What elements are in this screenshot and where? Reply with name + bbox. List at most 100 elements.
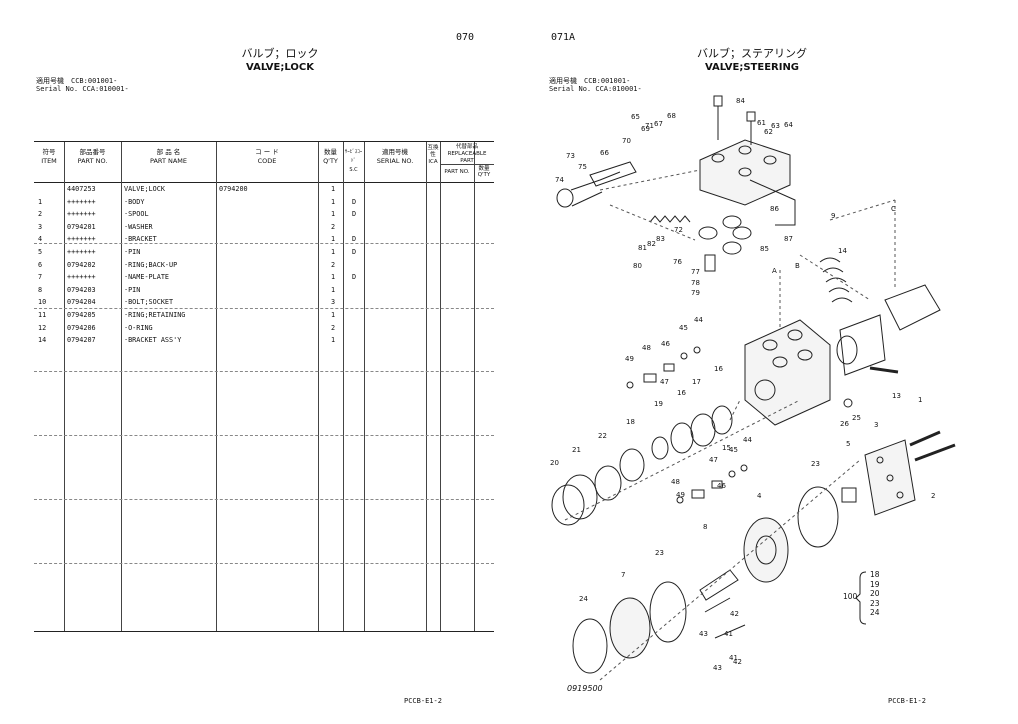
callout-label: 46 bbox=[661, 340, 670, 348]
gerotor-4 bbox=[743, 517, 789, 583]
cell-item: 7 bbox=[38, 273, 43, 282]
callout-label: 5 bbox=[846, 440, 850, 448]
cell-qty: 2 bbox=[331, 222, 336, 231]
cell-name: ·RING;BACK-UP bbox=[124, 260, 178, 269]
cell-name: ·O-RING bbox=[124, 323, 153, 332]
left-page-number: 070 bbox=[456, 32, 475, 43]
left-footer: PCCB-E1-2 bbox=[404, 697, 442, 705]
callout-label: 48 bbox=[642, 344, 651, 352]
ring-19 bbox=[651, 436, 669, 460]
cell-part-no: +++++++ bbox=[67, 248, 96, 256]
plug-74 bbox=[556, 171, 621, 208]
left-serial-line2: Serial No. CCA:010001- bbox=[36, 85, 129, 93]
callout-label: 26 bbox=[840, 420, 849, 428]
callout-label: 16 bbox=[714, 365, 723, 373]
o-ring-85b bbox=[732, 226, 752, 240]
cell-code: 0794200 bbox=[219, 185, 248, 193]
bolt-61 bbox=[746, 111, 756, 145]
cell-name: ·BRACKET ASS'Y bbox=[124, 336, 182, 345]
drive-shaft-8 bbox=[699, 569, 739, 601]
callout-label: 2 bbox=[931, 492, 935, 500]
callout-label: B bbox=[795, 262, 800, 270]
right-title-en: VALVE;STEERING bbox=[704, 62, 800, 73]
spool-66 bbox=[589, 161, 637, 187]
cell-name: VALVE;LOCK bbox=[124, 185, 165, 193]
callout-label: 20 bbox=[550, 459, 559, 467]
callout-label: 43 bbox=[713, 664, 722, 672]
bolt-1 bbox=[909, 430, 941, 447]
header-repl-part-no: PART NO. bbox=[444, 169, 470, 175]
cell-name: ·RING;RETAINING bbox=[124, 311, 186, 319]
cell-item: 10 bbox=[38, 298, 47, 307]
cell-sc: D bbox=[352, 248, 357, 256]
drawing-number: 0919500 bbox=[567, 684, 603, 693]
callout-label: 9 bbox=[831, 212, 835, 220]
cell-qty: 1 bbox=[331, 185, 336, 193]
o-ring-23a bbox=[797, 486, 839, 548]
cell-part-no: +++++++ bbox=[67, 273, 96, 282]
fitting-76 bbox=[704, 254, 716, 272]
callout-label: 14 bbox=[838, 247, 847, 255]
callout-label: C bbox=[891, 205, 896, 213]
left-serial-line1: 適用号機 CCB:001001- bbox=[36, 77, 118, 85]
cell-name: ·PIN bbox=[124, 248, 141, 256]
cell-name: ·SPOOL bbox=[124, 210, 149, 219]
callout-label: 45 bbox=[679, 324, 688, 332]
check-valve-upper bbox=[626, 346, 701, 389]
ring-20 bbox=[551, 484, 585, 526]
cell-part-no: 0794206 bbox=[67, 323, 96, 332]
left-serial-block: 適用号機 CCB:001001- Serial No. CCA:010001- bbox=[36, 77, 129, 93]
pin-42b bbox=[714, 624, 746, 639]
ball-25 bbox=[843, 398, 853, 408]
callout-label: 44 bbox=[743, 436, 752, 444]
cell-item: 4 bbox=[38, 235, 43, 244]
spring-72 bbox=[649, 215, 691, 223]
table-header bbox=[34, 142, 494, 183]
callout-label: 21 bbox=[572, 446, 581, 454]
cell-part-no: 0794205 bbox=[67, 311, 96, 319]
ring-17 bbox=[670, 422, 694, 454]
callout-label: 4 bbox=[757, 492, 762, 500]
callout-label: 65 bbox=[631, 113, 640, 121]
cell-qty: 1 bbox=[331, 336, 336, 345]
callout-label: 49 bbox=[625, 355, 634, 363]
end-cap bbox=[864, 439, 916, 516]
callout-label: 75 bbox=[578, 163, 587, 171]
callout-label: 42 bbox=[733, 658, 742, 666]
right-page-number: 071A bbox=[551, 32, 576, 43]
cell-name: ·BODY bbox=[124, 197, 145, 206]
cell-part-no: 0794204 bbox=[67, 298, 96, 307]
callout-label: 17 bbox=[692, 378, 701, 386]
cell-item: 14 bbox=[38, 336, 47, 345]
callout-label: 80 bbox=[633, 262, 642, 270]
callout-label: 22 bbox=[598, 432, 607, 440]
kit-item: 18 bbox=[870, 570, 880, 579]
cell-qty: 1 bbox=[331, 197, 336, 206]
cell-part-no: 0794203 bbox=[67, 285, 96, 294]
callout-label: 70 bbox=[622, 137, 631, 145]
left-title-en: VALVE;LOCK bbox=[246, 62, 314, 73]
cell-sc: D bbox=[352, 197, 357, 206]
callout-label: 69 bbox=[641, 125, 650, 133]
housing-top bbox=[699, 139, 796, 226]
cell-qty: 1 bbox=[331, 235, 336, 244]
callout-label: 46 bbox=[717, 482, 726, 490]
cell-name: ·WASHER bbox=[124, 222, 153, 231]
callout-label: 83 bbox=[656, 235, 665, 243]
kit-item: 23 bbox=[870, 598, 880, 608]
callout-label: 84 bbox=[736, 97, 745, 105]
kit-number: 100 bbox=[843, 592, 858, 601]
cell-qty: 1 bbox=[331, 210, 336, 219]
ring-16a bbox=[690, 413, 716, 447]
callout-label: 67 bbox=[654, 120, 663, 128]
cell-part-no: +++++++ bbox=[67, 210, 96, 219]
callout-label: 77 bbox=[691, 268, 700, 276]
o-ring-85a bbox=[698, 226, 718, 240]
